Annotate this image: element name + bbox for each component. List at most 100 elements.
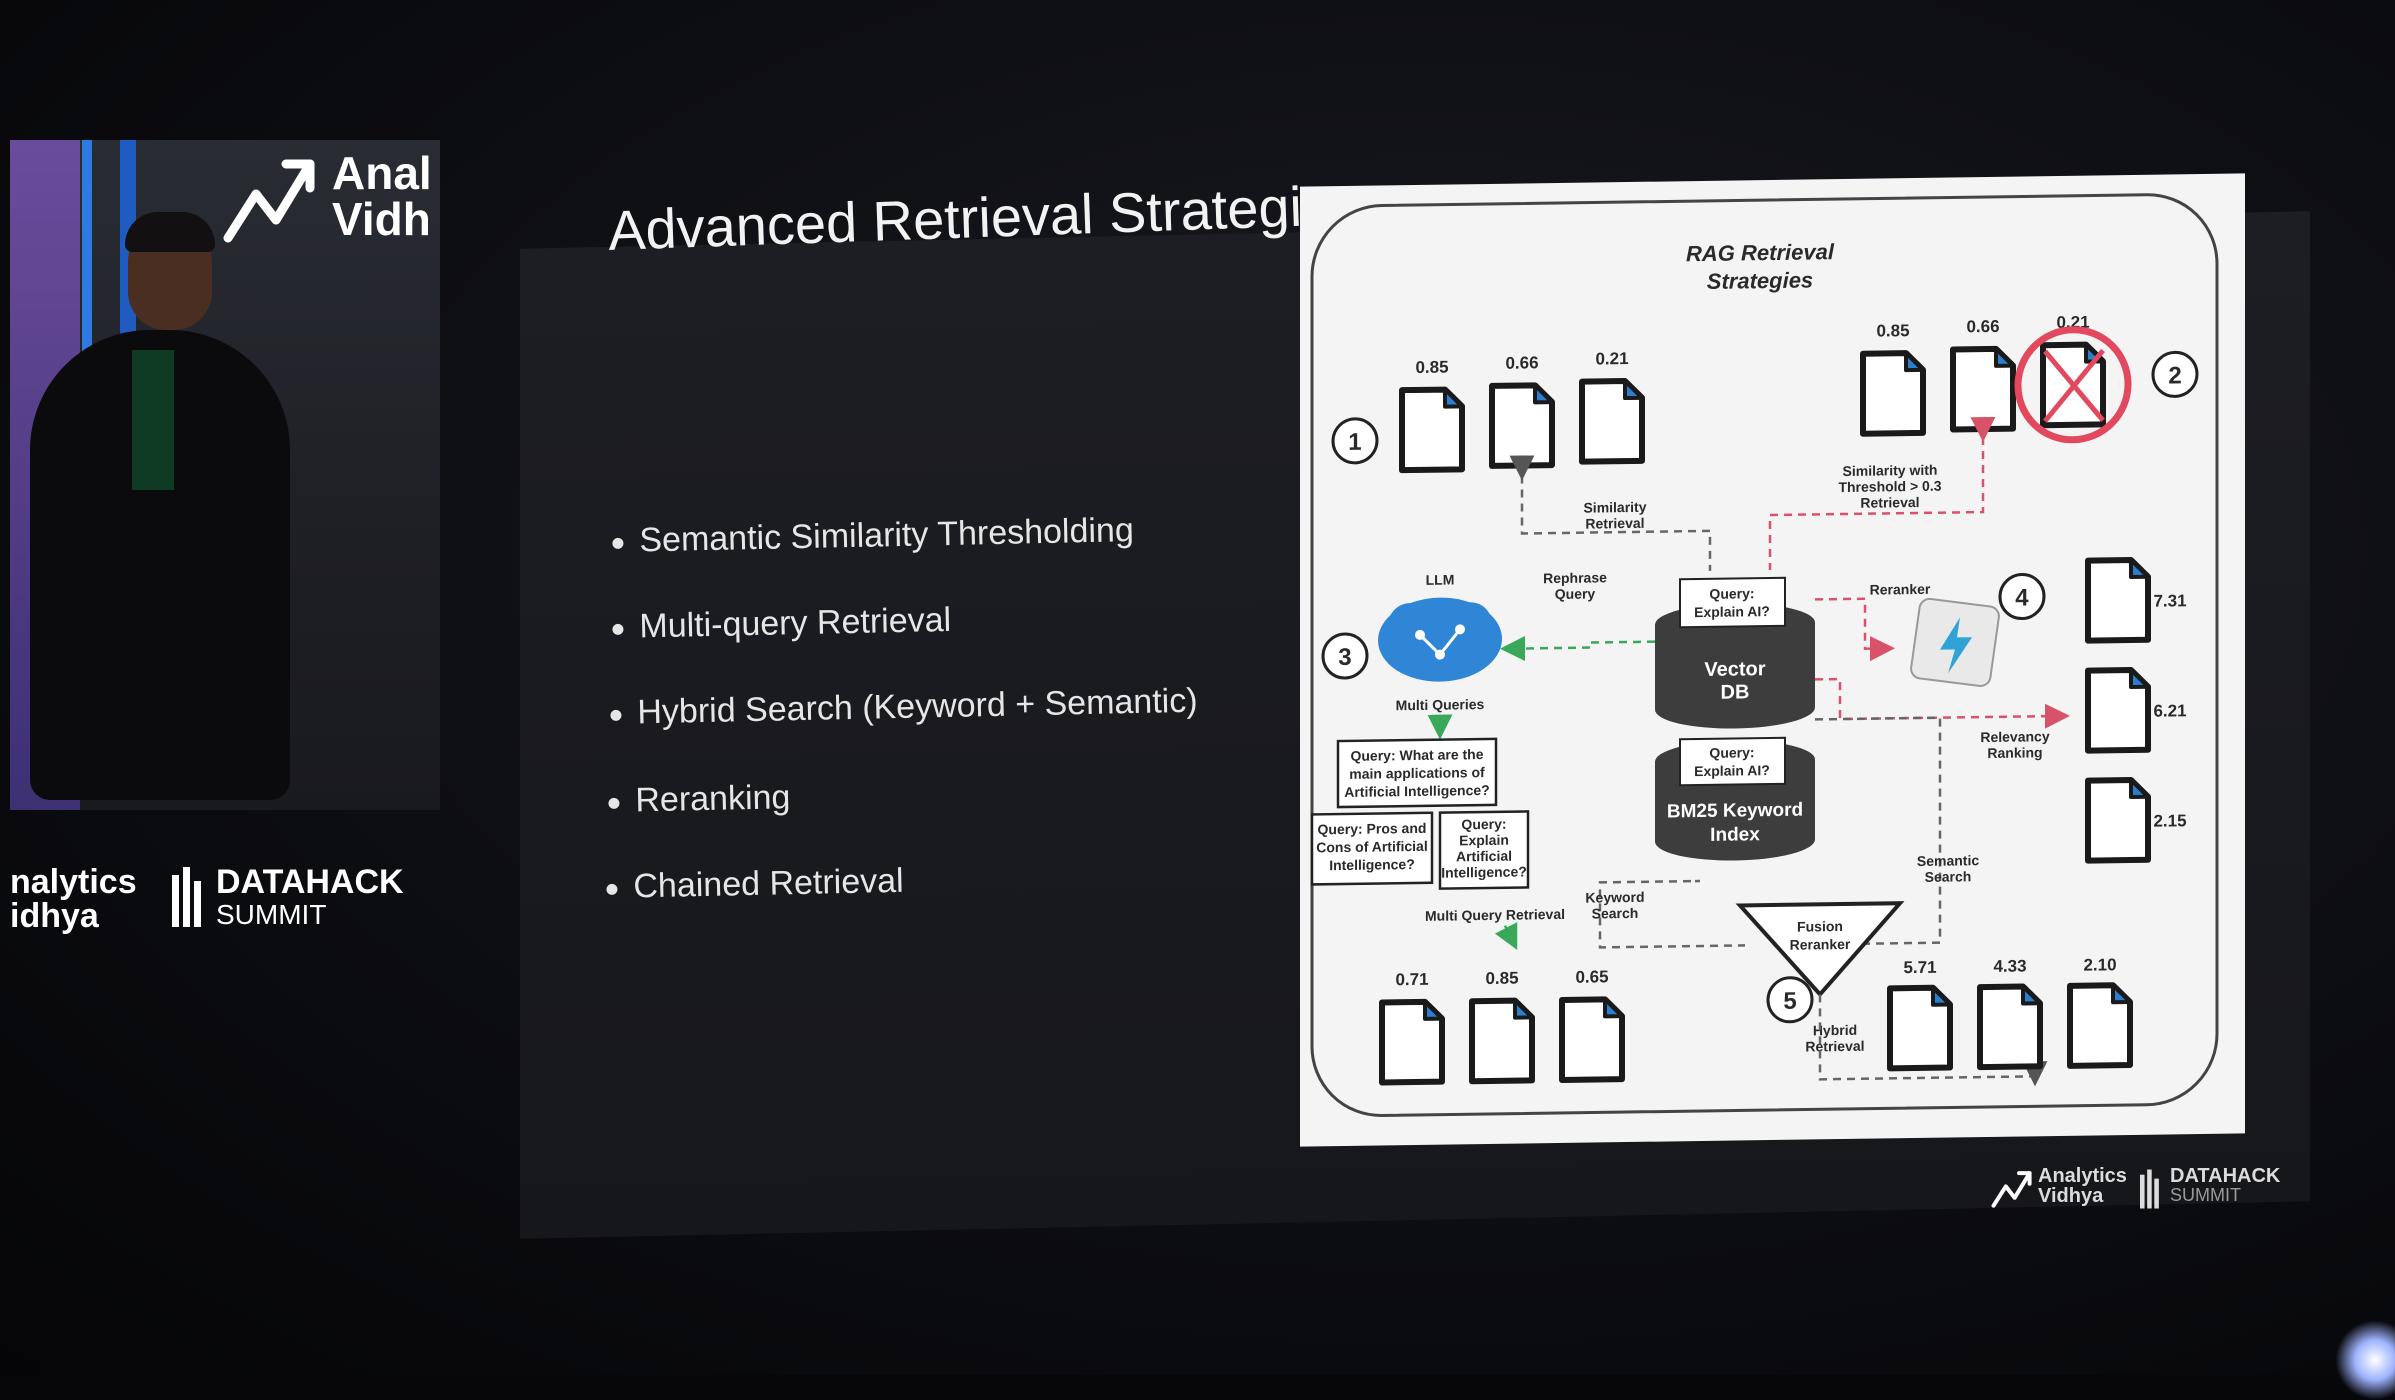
brain-icon (1378, 597, 1502, 682)
query-text-line1: Query: (1709, 744, 1754, 761)
step-badge (1321, 632, 1369, 680)
logo-text-line1: Analytics (2038, 1165, 2127, 1187)
logo-text-line2: idhya (10, 897, 99, 935)
event-name: DATAHACK (216, 863, 404, 901)
score-label: 0.85 (1876, 321, 1909, 340)
hybrid-label-line1: Hybrid (1813, 1022, 1857, 1039)
score-label: 4.33 (1993, 956, 2026, 975)
document-icon (2088, 560, 2148, 641)
step-badge (2151, 350, 2199, 398)
connector (1598, 879, 1745, 949)
document-icon (1562, 999, 1622, 1080)
document-icon (2088, 780, 2148, 861)
bm25-label-line1: BM25 Keyword (1667, 800, 1803, 823)
diagram-frame (1310, 193, 2219, 1117)
score-label: 0.66 (1505, 353, 1538, 372)
reranker-label: Reranker (1870, 581, 1931, 598)
document-icon (2070, 985, 2130, 1066)
mq2-line3: Intelligence? (1329, 856, 1415, 873)
lightning-icon (1940, 617, 1972, 674)
multi-query-box (1336, 737, 1498, 809)
logo-text-line2: Vidhya (2038, 1185, 2104, 1207)
threshold-label-line2: Threshold > 0.3 (1838, 478, 1941, 495)
bm25-label-line2: Index (1710, 824, 1760, 846)
document-icon (1890, 988, 1950, 1069)
score-label: 0.85 (1485, 969, 1518, 988)
threshold-label-line1: Similarity with (1843, 462, 1938, 479)
score-label: 7.31 (2153, 591, 2186, 610)
llm-label: LLM (1426, 571, 1455, 587)
diagram-title-line1: RAG Retrieval (1686, 239, 1835, 266)
multi-queries-label: Multi Queries (1396, 696, 1485, 713)
step-number: 4 (2015, 584, 2029, 611)
step-number: 1 (1348, 429, 1361, 456)
keyword-label-line1: Keyword (1585, 889, 1644, 906)
trend-arrow-icon (1991, 1171, 2032, 1208)
mq3-line3: Artificial (1456, 848, 1512, 865)
score-label: 5.71 (1903, 958, 1936, 977)
event-name: DATAHACK (2170, 1165, 2281, 1187)
bullet-text: Chained Retrieval (632, 861, 904, 906)
relevancy-label-line2: Ranking (1987, 744, 2042, 761)
score-label: 6.21 (2153, 701, 2186, 720)
vector-db-cylinder (1655, 622, 1815, 710)
speaker-shirt (132, 350, 174, 490)
step-badge (1766, 976, 1814, 1024)
step-badge (1998, 573, 2046, 621)
logo-text-line2: Vidh (332, 193, 431, 245)
multi-query-box (1438, 810, 1530, 890)
mq1-line3: Artificial Intelligence? (1344, 782, 1489, 800)
vector-db-label-line2: DB (1721, 681, 1750, 703)
connector (1768, 416, 1996, 571)
document-icon (1953, 349, 2013, 430)
mq1-line2: main applications of (1349, 764, 1485, 782)
score-label: 2.15 (2153, 811, 2186, 830)
bullet-dot (610, 709, 622, 721)
speaker-hair (125, 212, 215, 252)
logo-text-line1: nalytics (10, 863, 137, 901)
diagram-title-line2: Strategies (1707, 267, 1813, 293)
mq2-line2: Cons of Artificial (1316, 838, 1427, 856)
query-box (1679, 576, 1786, 629)
bullet-item: Chained Retrieval (606, 862, 904, 907)
document-icon (1402, 389, 1462, 470)
score-label: 0.85 (1415, 358, 1448, 377)
threshold-label-line3: Retrieval (1860, 494, 1919, 511)
relevancy-label-line1: Relevancy (1980, 728, 2049, 745)
rephrase-label-line2: Query (1555, 585, 1596, 602)
step-number: 5 (1783, 988, 1796, 1015)
fusion-label-line2: Reranker (1790, 936, 1851, 953)
semantic-label-line2: Search (1925, 868, 1972, 885)
score-label: 0.21 (1595, 349, 1628, 368)
bullet-text: Reranking (634, 778, 791, 820)
step-number: 2 (2168, 362, 2181, 389)
fusion-reranker-funnel (1735, 901, 1905, 998)
semantic-label-line1: Semantic (1917, 852, 1979, 869)
bars-icon (2140, 1169, 2159, 1209)
reject-cross (2043, 348, 2105, 423)
connector (1500, 635, 1655, 661)
bullet-dot (612, 537, 624, 549)
mq2-line1: Query: Pros and (1318, 820, 1427, 838)
event-sub: SUMMIT (2170, 1185, 2241, 1205)
document-icon (1492, 385, 1552, 466)
query-box (1679, 736, 1786, 787)
bullet-item: Multi-query Retrieval (612, 601, 952, 647)
step-badge (1331, 417, 1379, 465)
score-label: 0.71 (1395, 970, 1428, 989)
document-icon (1582, 381, 1642, 462)
document-icon (1382, 1002, 1442, 1083)
mq1-line1: Query: What are the (1350, 746, 1483, 764)
document-icon (1980, 986, 2040, 1067)
bullet-item: Reranking (608, 778, 791, 821)
mq3-line1: Query: (1461, 816, 1506, 833)
connector (1494, 922, 1518, 951)
vector-db-label-line1: Vector (1704, 658, 1765, 681)
fusion-label-line1: Fusion (1797, 918, 1843, 935)
event-sub: SUMMIT (216, 899, 327, 930)
similarity-label-line2: Retrieval (1585, 515, 1644, 532)
score-label: 0.65 (1575, 967, 1608, 986)
rephrase-label-line1: Rephrase (1543, 569, 1607, 586)
rag-retrieval-diagram: RAG Retrieval Strategies 1 0.85 0.66 0.2… (1310, 193, 2219, 1117)
bars-icon (172, 867, 201, 927)
